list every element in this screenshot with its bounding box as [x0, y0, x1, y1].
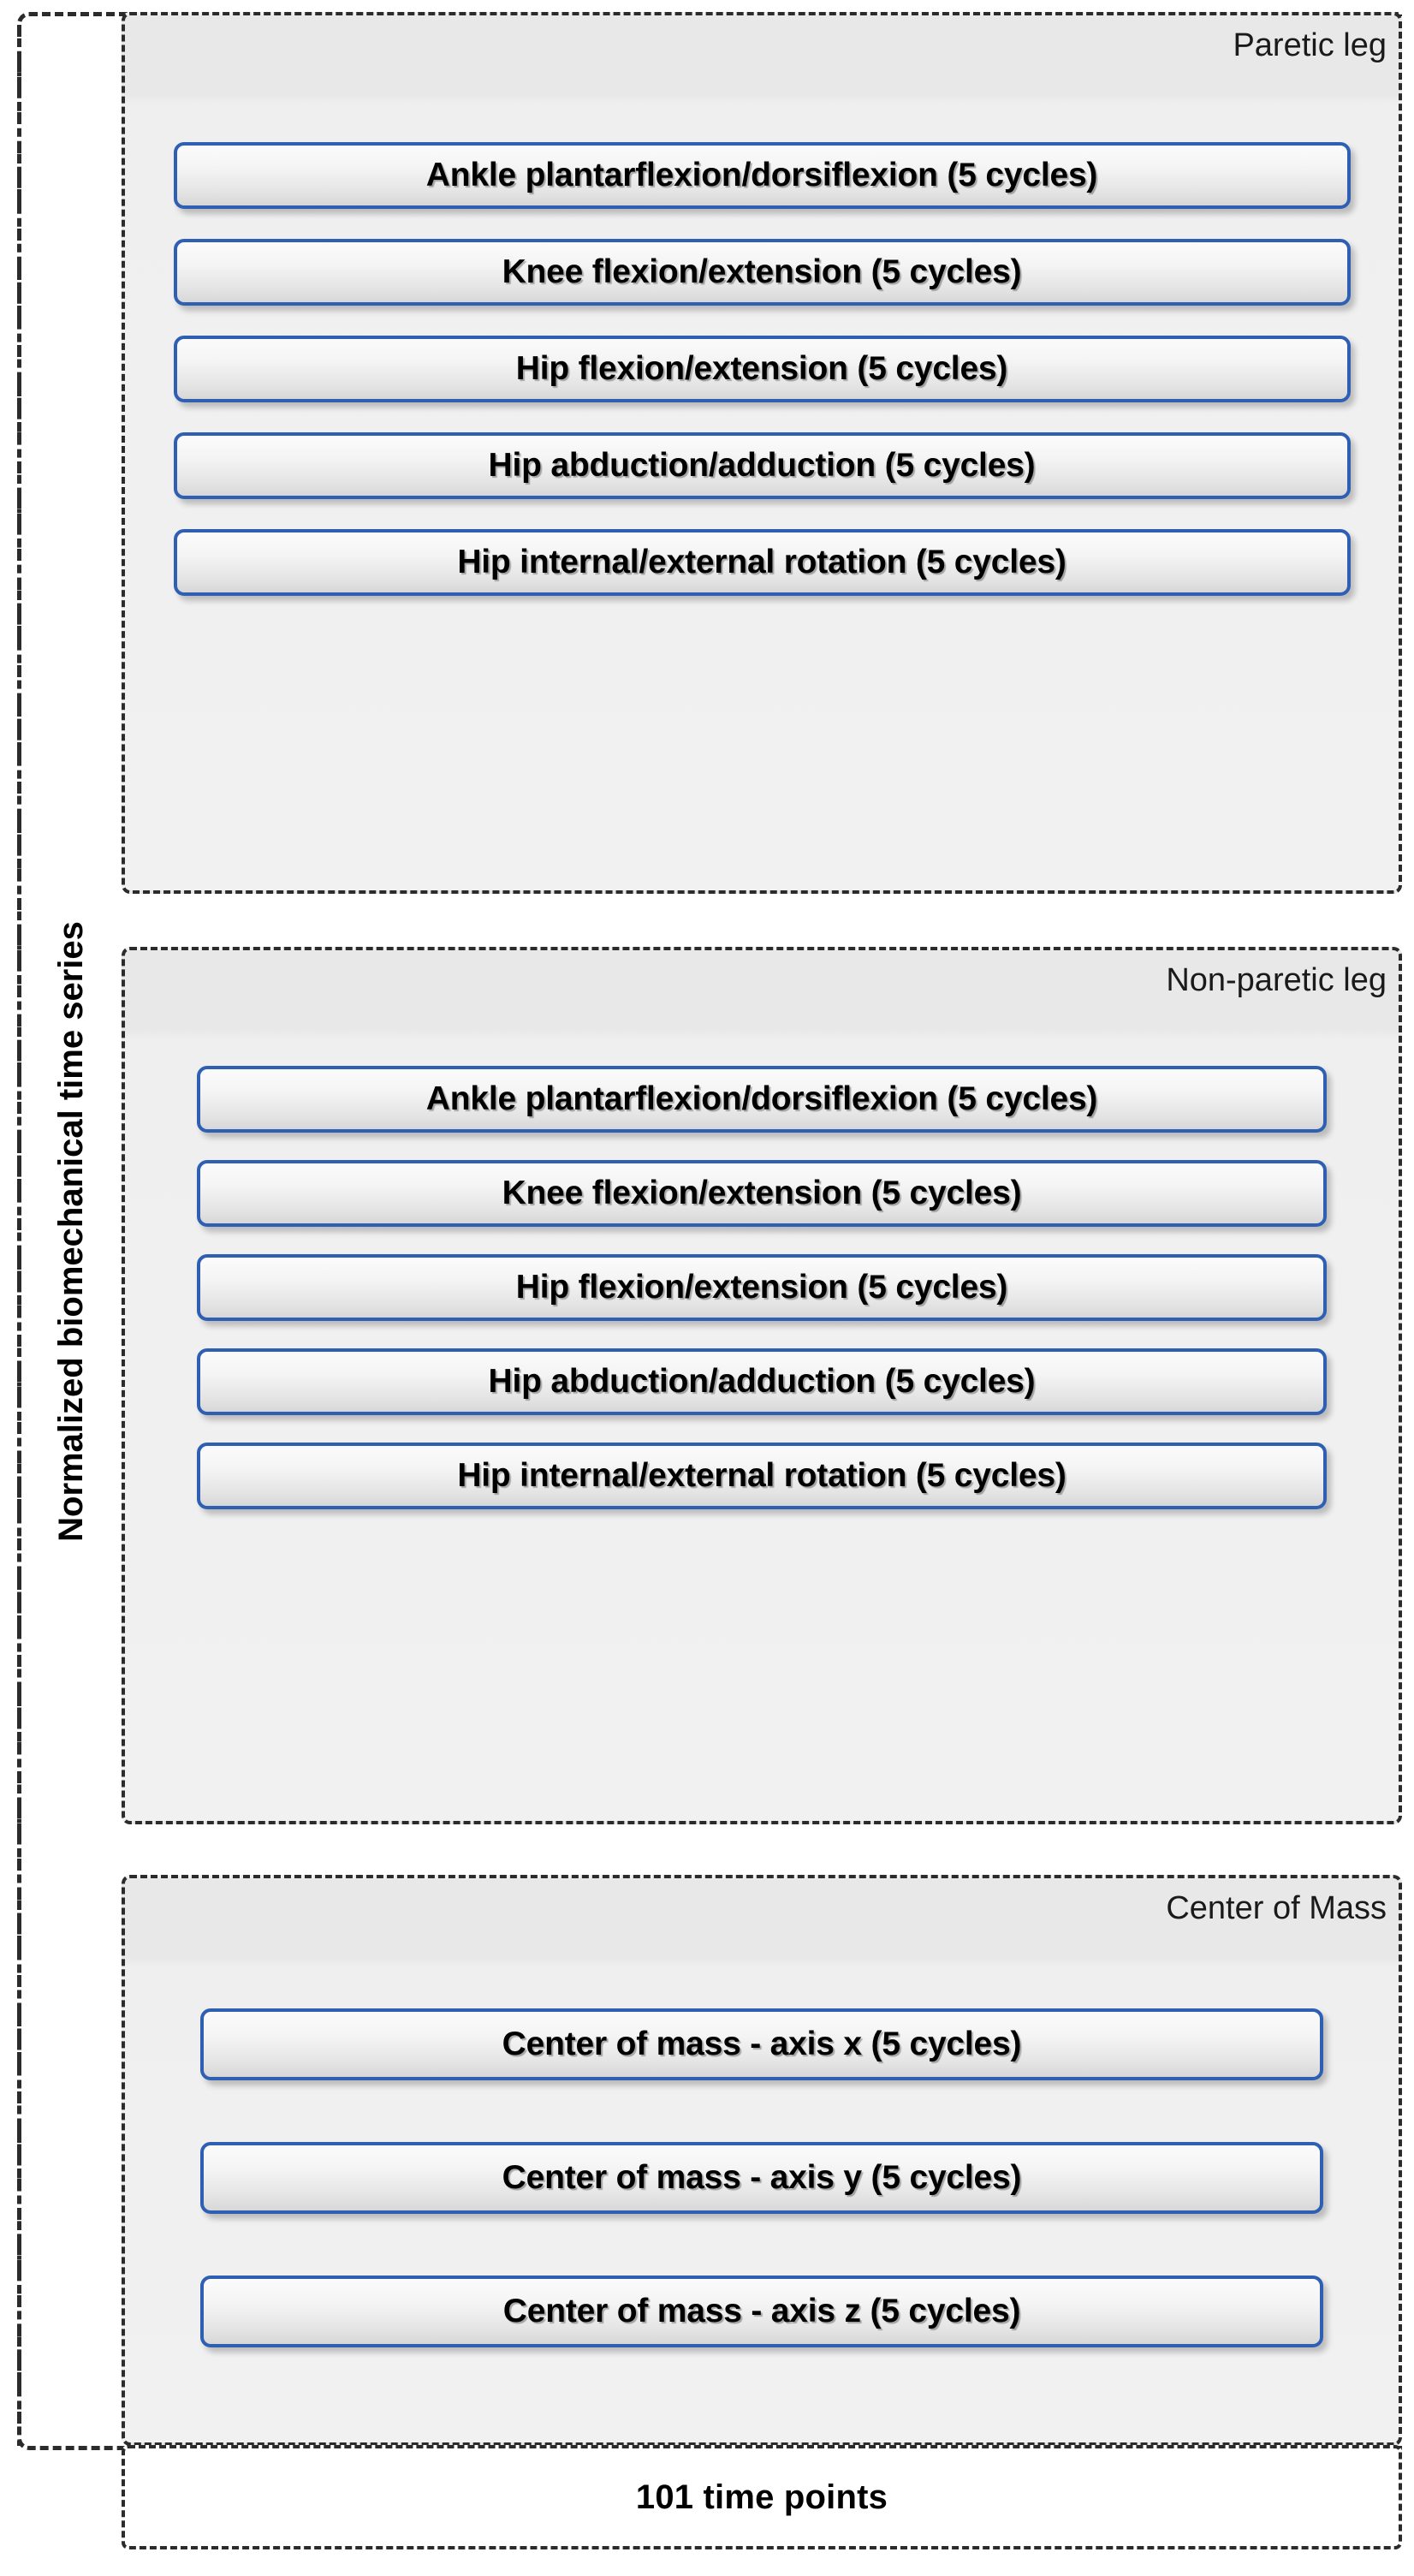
bar-label: Ankle plantarflexion/dorsiflexion (5 cyc…: [425, 1080, 1098, 1117]
bar-item[interactable]: Knee flexion/extension (5 cycles): [173, 239, 1351, 306]
y-axis-label-container: Normalized biomechanical time series: [21, 12, 122, 2450]
bar-label: Hip flexion/extension (5 cycles): [515, 350, 1008, 387]
bar-item[interactable]: Hip abduction/adduction (5 cycles): [173, 432, 1351, 499]
bar-item[interactable]: Knee flexion/extension (5 cycles): [197, 1160, 1327, 1227]
bar-list-paretic-leg: Ankle plantarflexion/dorsiflexion (5 cyc…: [125, 142, 1399, 596]
bar-label: Hip internal/external rotation (5 cycles…: [457, 544, 1066, 580]
bar-list-non-paretic-leg: Ankle plantarflexion/dorsiflexion (5 cyc…: [125, 1066, 1399, 1537]
bar-label: Hip flexion/extension (5 cycles): [515, 1269, 1008, 1306]
group-paretic-leg: Paretic leg Ankle plantarflexion/dorsifl…: [122, 12, 1402, 894]
bar-label: Center of mass - axis x (5 cycles): [502, 2026, 1022, 2062]
group-non-paretic-leg: Non-paretic leg Ankle plantarflexion/dor…: [122, 947, 1402, 1824]
group-title-non-paretic-leg: Non-paretic leg: [1166, 962, 1387, 998]
bar-label: Center of mass - axis y (5 cycles): [502, 2159, 1022, 2196]
bar-item[interactable]: Hip flexion/extension (5 cycles): [173, 336, 1351, 402]
x-axis-box: 101 time points: [122, 2445, 1402, 2549]
bar-label: Ankle plantarflexion/dorsiflexion (5 cyc…: [425, 157, 1098, 193]
group-title-paretic-leg: Paretic leg: [1233, 27, 1387, 63]
bar-label: Hip abduction/adduction (5 cycles): [488, 447, 1036, 484]
group-title-center-of-mass: Center of Mass: [1166, 1890, 1387, 1926]
bar-label: Center of mass - axis z (5 cycles): [502, 2293, 1021, 2329]
group-center-of-mass: Center of Mass Center of mass - axis x (…: [122, 1875, 1402, 2446]
x-axis-label: 101 time points: [635, 2478, 888, 2516]
bar-item[interactable]: Hip internal/external rotation (5 cycles…: [173, 529, 1351, 596]
bar-label: Knee flexion/extension (5 cycles): [502, 253, 1022, 290]
bar-list-center-of-mass: Center of mass - axis x (5 cycles) Cente…: [125, 2008, 1399, 2409]
bar-item[interactable]: Center of mass - axis y (5 cycles): [200, 2142, 1323, 2214]
bar-item[interactable]: Center of mass - axis z (5 cycles): [200, 2276, 1323, 2347]
bar-item[interactable]: Center of mass - axis x (5 cycles): [200, 2008, 1323, 2080]
y-axis-label: Normalized biomechanical time series: [51, 920, 90, 1542]
bar-item[interactable]: Ankle plantarflexion/dorsiflexion (5 cyc…: [173, 142, 1351, 209]
bar-item[interactable]: Hip flexion/extension (5 cycles): [197, 1254, 1327, 1321]
bar-label: Hip abduction/adduction (5 cycles): [488, 1363, 1036, 1400]
bar-item[interactable]: Hip abduction/adduction (5 cycles): [197, 1348, 1327, 1415]
bar-item[interactable]: Ankle plantarflexion/dorsiflexion (5 cyc…: [197, 1066, 1327, 1133]
bar-label: Knee flexion/extension (5 cycles): [502, 1175, 1022, 1211]
bar-item[interactable]: Hip internal/external rotation (5 cycles…: [197, 1443, 1327, 1509]
bar-label: Hip internal/external rotation (5 cycles…: [457, 1457, 1066, 1494]
